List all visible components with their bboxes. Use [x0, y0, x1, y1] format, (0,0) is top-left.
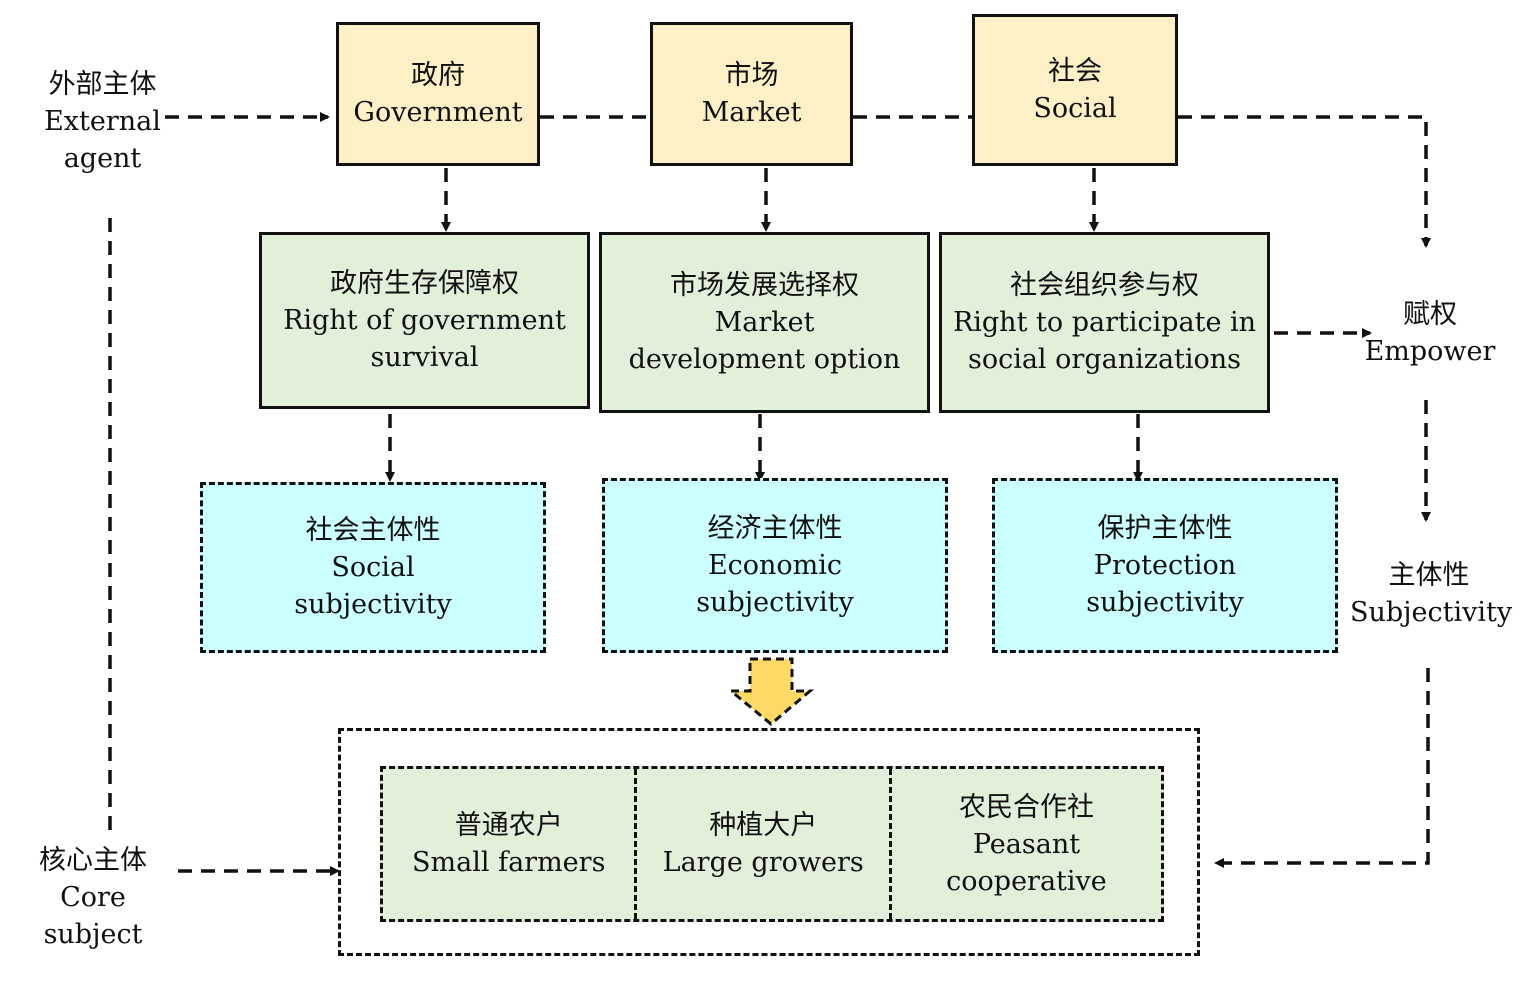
core-cell-peasant-cooperative: 农民合作社 Peasant cooperative [891, 769, 1161, 919]
core-cell-en: Large growers [662, 847, 864, 878]
right-box-social: 社会组织参与权 Right to participate in social o… [939, 232, 1270, 413]
external-agent-en1: External [44, 106, 161, 137]
empower-en: Empower [1364, 336, 1496, 367]
arrow-social-to-empower [1178, 115, 1431, 248]
subjectivity-box-economic: 经济主体性 Economic subjectivity [602, 478, 948, 653]
external-agent-label: 外部主体 External agent [30, 66, 175, 177]
right-cn: 市场发展选择权 [670, 270, 859, 301]
big-down-arrow [726, 657, 815, 726]
core-subject-cn: 核心主体 [39, 845, 147, 876]
right-en2: development option [628, 344, 901, 375]
subjectivity-box-en1: Social [331, 552, 415, 583]
external-agent-en2: agent [63, 143, 142, 174]
right-box-market: 市场发展选择权 Market development option [599, 232, 930, 413]
agent-cn: 政府 [411, 60, 465, 91]
right-en1: Market [714, 307, 815, 338]
agent-en: Market [701, 97, 802, 128]
core-subject-group [338, 728, 1200, 956]
subjectivity-box-cn: 保护主体性 [1097, 513, 1233, 544]
core-cell-cn: 农民合作社 [958, 791, 1094, 823]
core-cell-en: Small farmers [412, 847, 606, 878]
right-en2: survival [370, 342, 479, 373]
subjectivity-cn: 主体性 [1388, 560, 1470, 591]
core-subject-en: Core subject [43, 882, 143, 950]
right-box-government: 政府生存保障权 Right of government survival [259, 232, 590, 409]
core-cell-small-farmers: 普通农户 Small farmers [383, 769, 638, 919]
subjectivity-box-social: 社会主体性 Social subjectivity [200, 482, 546, 653]
subjectivity-box-en2: subjectivity [1086, 587, 1244, 618]
core-cell-cn: 普通农户 [454, 810, 563, 841]
arrow-subjectivity-to-core [1214, 668, 1430, 868]
external-agent-cn: 外部主体 [48, 69, 157, 100]
right-en1: Right of government [283, 305, 566, 336]
subjectivity-box-en2: subjectivity [696, 587, 854, 618]
right-en2: social organizations [967, 344, 1242, 375]
subjectivity-box-en2: subjectivity [294, 589, 452, 620]
right-en1: Right to participate in [952, 307, 1257, 338]
subjectivity-box-en1: Economic [707, 550, 843, 581]
core-cell-en: Peasant cooperative [946, 828, 1107, 897]
agent-cn: 市场 [724, 60, 779, 91]
subjectivity-box-cn: 经济主体性 [707, 513, 843, 544]
subjectivity-box-cn: 社会主体性 [305, 515, 441, 546]
subjectivity-label: 主体性 Subjectivity [1350, 557, 1513, 631]
agent-en: Government [353, 97, 523, 128]
core-cell-cn: 种植大户 [709, 810, 818, 841]
right-cn: 社会组织参与权 [1010, 270, 1199, 301]
agent-box-social: 社会 Social [972, 14, 1178, 166]
empower-label: 赋权 Empower [1364, 296, 1496, 370]
agent-box-government: 政府 Government [336, 22, 540, 166]
core-subject-row: 普通农户 Small farmers 种植大户 Large growers 农民… [380, 766, 1164, 922]
agent-en: Social [1033, 93, 1117, 124]
agent-cn: 社会 [1048, 56, 1102, 87]
subjectivity-box-en1: Protection [1093, 550, 1237, 581]
right-cn: 政府生存保障权 [330, 268, 519, 299]
subjectivity-box-protection: 保护主体性 Protection subjectivity [992, 478, 1338, 653]
core-cell-large-growers: 种植大户 Large growers [637, 769, 892, 919]
subjectivity-en: Subjectivity [1350, 597, 1513, 628]
empower-cn: 赋权 [1403, 299, 1457, 330]
core-subject-label: 核心主体 Core subject [10, 842, 176, 953]
agent-box-market: 市场 Market [650, 22, 853, 166]
